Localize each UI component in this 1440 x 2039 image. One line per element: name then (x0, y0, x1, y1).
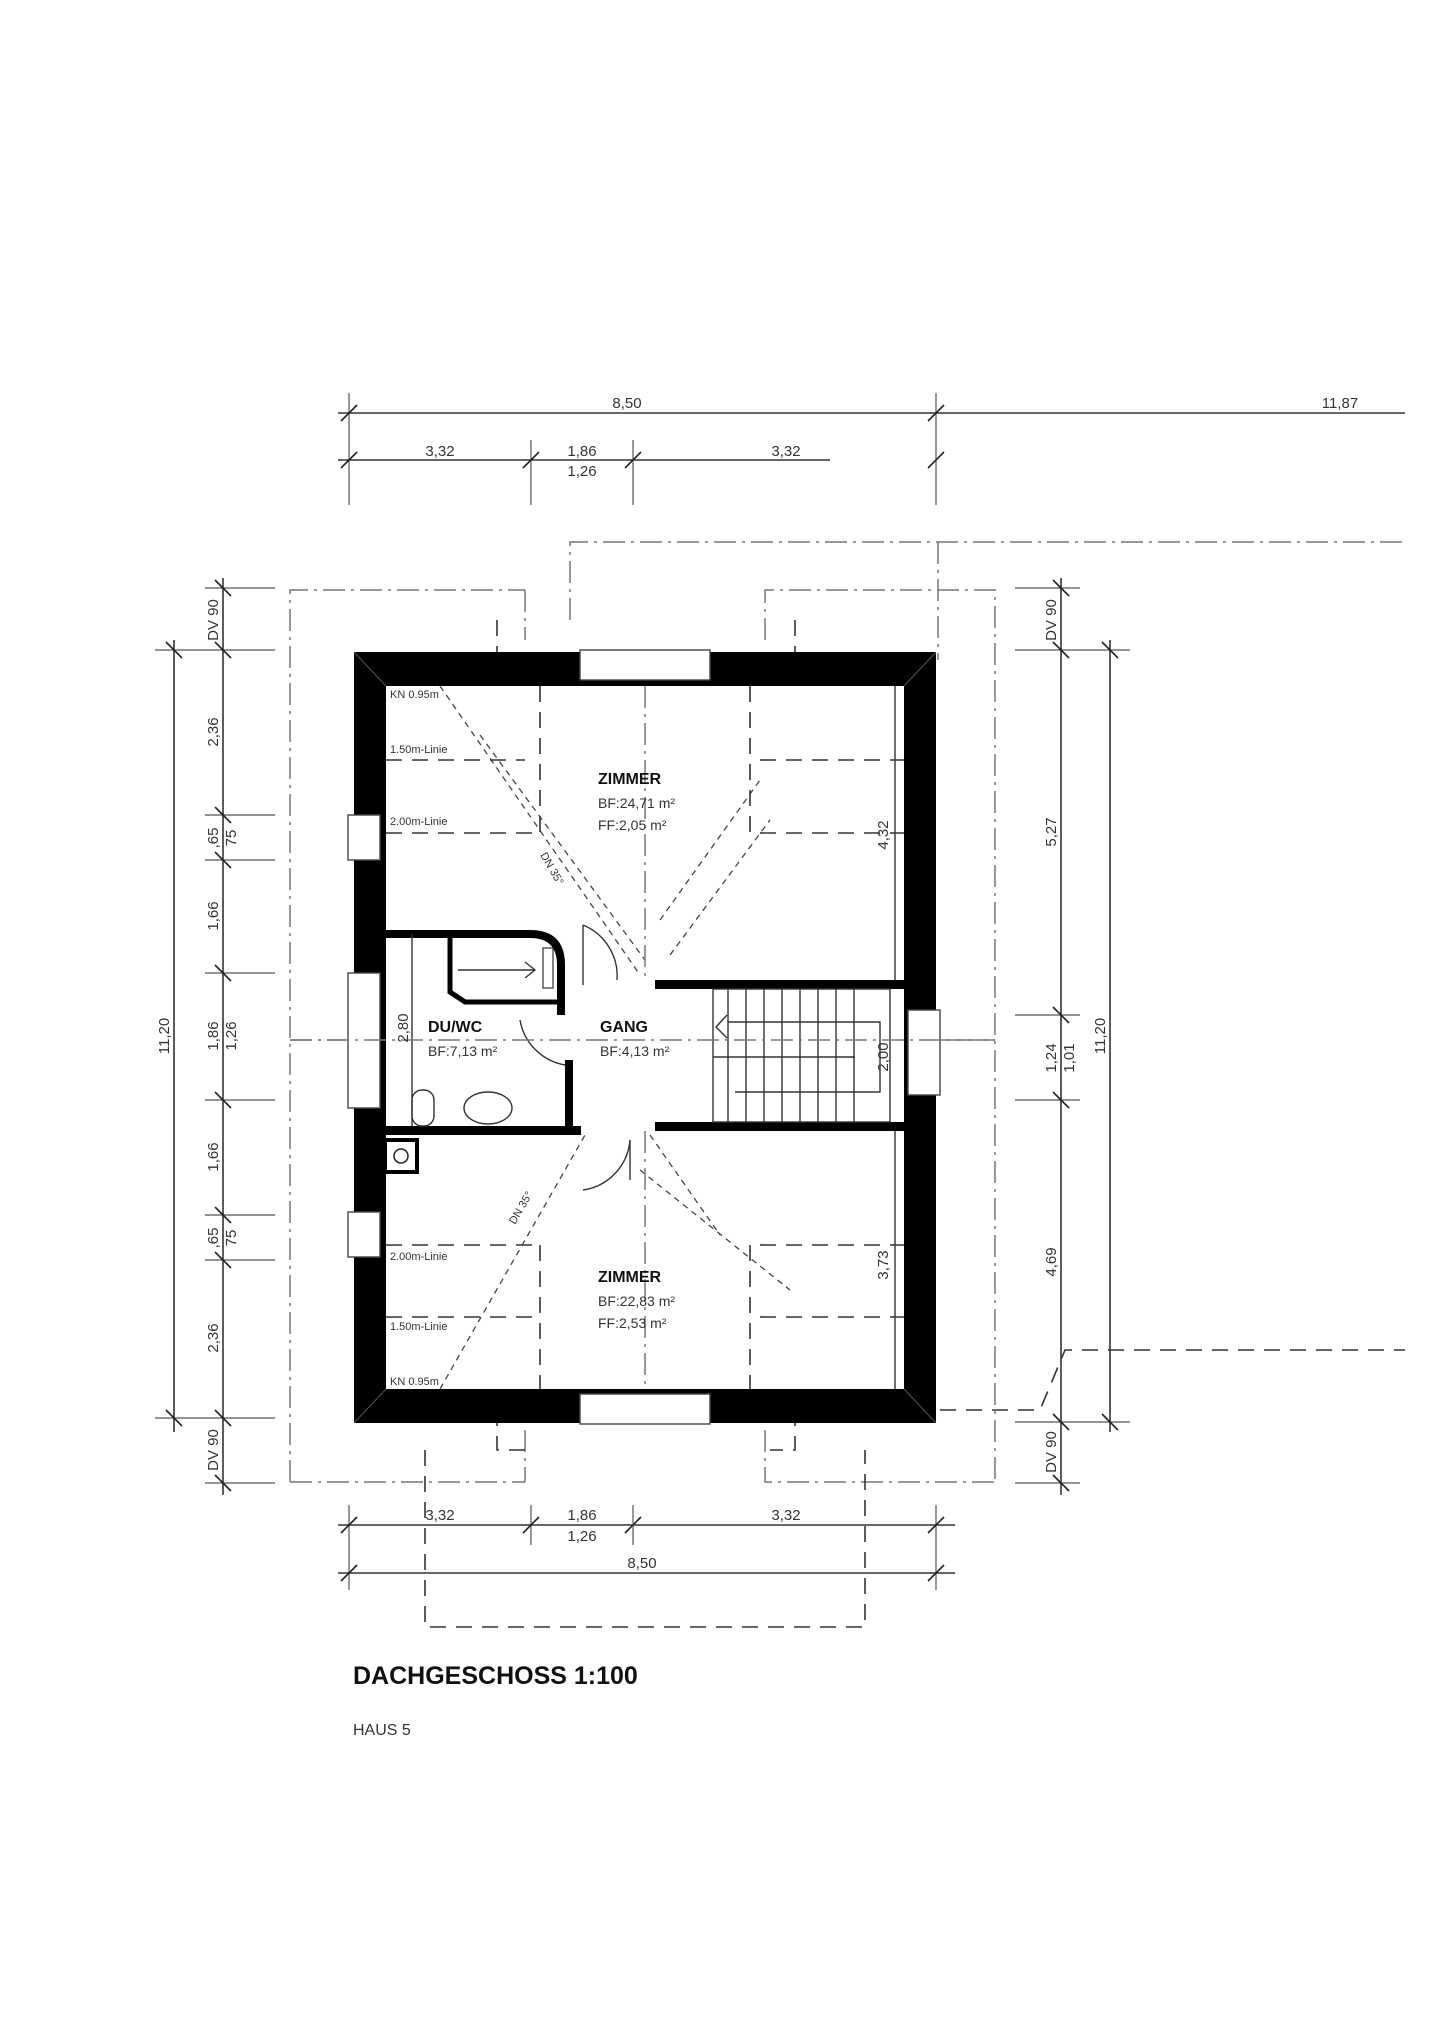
staircase[interactable] (290, 988, 995, 1123)
dim-stair-width: 2,00 (875, 1042, 892, 1071)
dim-top-total: 8,50 (612, 395, 641, 412)
left-dimensions: 11,20 DV 90 2,36 ,65 75 1,66 1,86 1,26 1… (155, 578, 275, 1495)
drawing-title: DACHGESCHOSS 1:100 (353, 1662, 638, 1690)
dim-bath-width: 2,80 (395, 1013, 412, 1042)
interior-walls (383, 924, 904, 1191)
dim-right-seg: 1,01 (1061, 1043, 1078, 1072)
room-4-ff: FF:2,53 m² (598, 1315, 667, 1331)
dim-top-opening: 1,26 (567, 463, 596, 480)
kn-bottom-label: KN 0.95m (390, 1376, 439, 1388)
line200-top-label: 2.00m-Linie (390, 816, 447, 828)
interior-dimensions: 4,32 3,73 2,80 2,00 (395, 820, 892, 1279)
dim-left-dv-top: DV 90 (205, 599, 222, 641)
dim-bottom-seg-1: 3,32 (425, 1507, 454, 1524)
dim-right-total: 11,20 (1092, 1018, 1109, 1054)
line150-top-label: 1.50m-Linie (390, 744, 447, 756)
line200-bottom-label: 2.00m-Linie (390, 1251, 447, 1263)
dim-bottom-total: 8,50 (627, 1555, 656, 1572)
dim-right-dv-top: DV 90 (1043, 599, 1060, 641)
room-1-ff: FF:2,05 m² (598, 817, 667, 833)
right-dimensions: 11,20 DV 90 5,27 1,24 1,01 4,69 DV 90 (1015, 578, 1130, 1495)
dim-top-seg-2: 1,86 (567, 443, 596, 460)
top-dimensions: 8,50 11,87 3,32 1,86 1,26 3,32 (338, 393, 1405, 505)
dim-left-dv-bottom: DV 90 (205, 1429, 222, 1471)
dim-right-seg: 1,24 (1043, 1043, 1060, 1072)
dim-bottom-seg-2: 1,86 (567, 1507, 596, 1524)
room-labels: ZIMMER BF:24,71 m² FF:2,05 m² DU/WC BF:7… (428, 771, 675, 1331)
room-1-bf: BF:24,71 m² (598, 795, 675, 811)
dim-right-seg: 5,27 (1043, 817, 1060, 846)
dim-room-bottom-height: 3,73 (875, 1250, 892, 1279)
dim-bottom-seg-3: 3,32 (771, 1507, 800, 1524)
dim-left-seg: 2,36 (205, 717, 222, 746)
roof-slope-lines (386, 685, 904, 1390)
dim-left-seg: 75 (223, 830, 240, 847)
room-3-name: GANG (600, 1019, 648, 1036)
room-4-bf: BF:22,83 m² (598, 1293, 675, 1309)
room-3-bf: BF:4,13 m² (600, 1043, 670, 1059)
roof-pitch-top: DN 35° (537, 851, 565, 888)
dim-left-seg: 75 (223, 1230, 240, 1247)
roof-pitch-bottom: DN 35° (507, 1190, 535, 1227)
room-2-bf: BF:7,13 m² (428, 1043, 498, 1059)
dim-left-seg: ,65 (205, 828, 222, 849)
dim-top-seg-1: 3,32 (425, 443, 454, 460)
dim-left-seg: 1,66 (205, 1142, 222, 1171)
room-2-name: DU/WC (428, 1019, 483, 1036)
dim-top-extra: 11,87 (1322, 395, 1358, 412)
dim-left-seg: 2,36 (205, 1323, 222, 1352)
dim-left-seg: 1,66 (205, 901, 222, 930)
dim-left-seg: ,65 (205, 1228, 222, 1249)
roof-outline (289, 541, 1405, 1628)
dim-bottom-opening: 1,26 (567, 1528, 596, 1545)
drawing-subtitle: HAUS 5 (353, 1722, 411, 1739)
dim-right-seg: 4,69 (1043, 1247, 1060, 1276)
dim-left-seg: 1,86 (205, 1021, 222, 1050)
room-1-name: ZIMMER (598, 771, 662, 788)
dim-left-total: 11,20 (156, 1018, 173, 1054)
dim-right-dv-bottom: DV 90 (1043, 1431, 1060, 1473)
dim-room-top-height: 4,32 (875, 820, 892, 849)
kn-top-label: KN 0.95m (390, 689, 439, 701)
exterior-walls (347, 649, 941, 1425)
dim-left-seg: 1,26 (223, 1021, 240, 1050)
bottom-dimensions: 3,32 1,86 1,26 3,32 8,50 (338, 1505, 955, 1590)
line150-bottom-label: 1.50m-Linie (390, 1321, 447, 1333)
room-4-name: ZIMMER (598, 1269, 662, 1286)
dim-top-seg-3: 3,32 (771, 443, 800, 460)
